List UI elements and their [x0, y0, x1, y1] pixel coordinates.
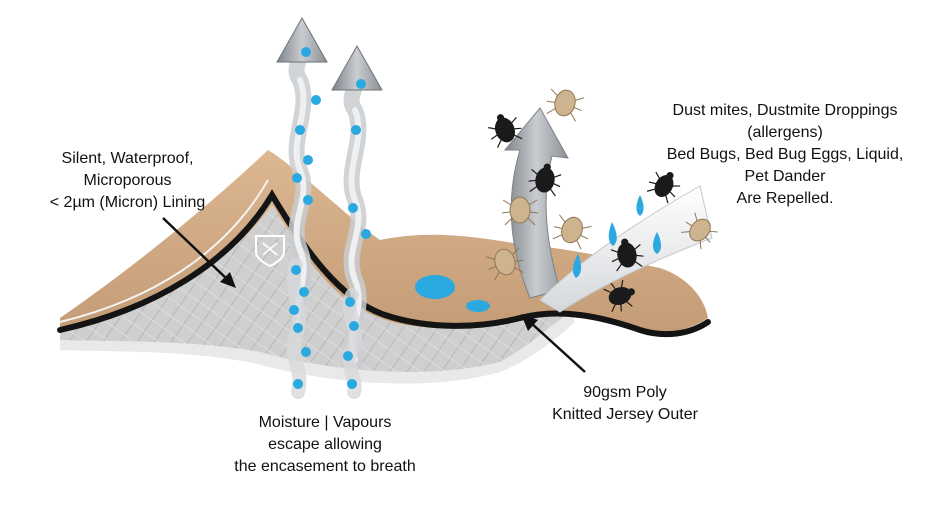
moisture-label-line: Moisture | Vapours: [258, 414, 392, 431]
repel-arrow: [503, 107, 569, 299]
water-droplet-icon: [415, 275, 455, 299]
shield-logo-icon: [255, 235, 285, 268]
bed-bug-icon: [488, 114, 681, 312]
vapour-stream-lower-right: [342, 288, 363, 399]
water-droplet-icon: [466, 300, 490, 312]
arrow-up-icon: [331, 44, 383, 91]
pests-label-line: Pet Dander: [744, 168, 826, 185]
pests-label-line: (allergens): [747, 124, 823, 141]
pests-label-line: Dust mites, Dustmite Droppings: [672, 102, 898, 119]
lining-label-line: < 2µm (Micron) Lining: [49, 194, 206, 211]
arrow-up-icon: [276, 16, 328, 63]
moisture-label-line: the encasement to breath: [234, 458, 416, 475]
lining-label-line: Microporous: [83, 172, 172, 189]
pointer-arrow-lining: [162, 217, 236, 288]
lining-label: Silent, Waterproof, Microporous < 2µm (M…: [10, 148, 245, 214]
membrane-highlight: [59, 179, 269, 323]
water-droplet-icon: [289, 47, 371, 389]
microporous-lining: [60, 205, 570, 373]
outer-label-line: 90gsm Poly: [583, 384, 667, 401]
dust-mite-icon: [485, 88, 718, 281]
outer-label-line: Knitted Jersey Outer: [552, 406, 698, 423]
outer-fabric-label: 90gsm Poly Knitted Jersey Outer: [520, 382, 730, 426]
vapour-stream-lower-left: [286, 258, 307, 399]
moisture-label: Moisture | Vapours escape allowing the e…: [205, 412, 445, 478]
lining-label-line: Silent, Waterproof,: [61, 150, 194, 167]
lining-edge: [60, 312, 575, 384]
pointer-arrow-outer: [521, 314, 586, 373]
moisture-label-line: escape allowing: [268, 436, 382, 453]
pests-label-line: Are Repelled.: [736, 190, 834, 207]
waterproof-membrane-line: [57, 189, 711, 338]
water-droplet-icon: [572, 195, 661, 278]
pests-label-line: Bed Bugs, Bed Bug Eggs, Liquid,: [666, 146, 904, 163]
pests-repelled-label: Dust mites, Dustmite Droppings (allergen…: [640, 100, 930, 210]
